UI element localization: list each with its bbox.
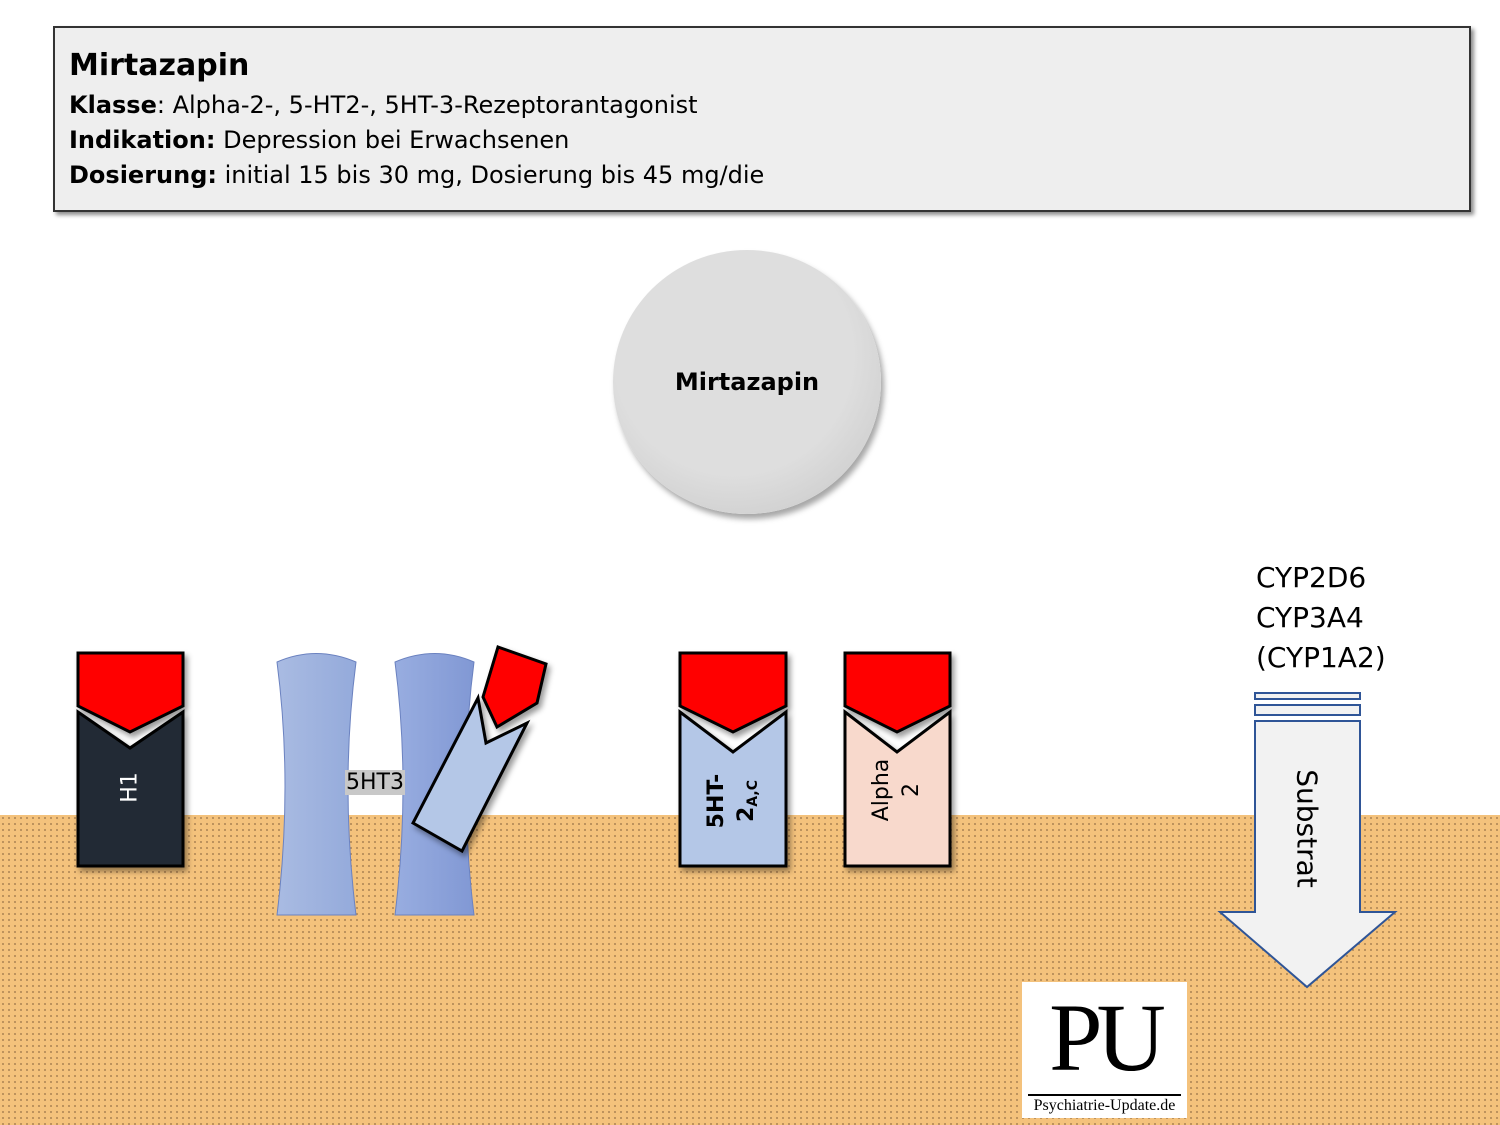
psychiatrie-update-logo: PU Psychiatrie-Update.de [1022,982,1187,1118]
5ht2-label-num: 2 [734,806,759,822]
cyp-item: (CYP1A2) [1256,641,1386,674]
5ht3-antagonist [481,645,548,730]
h1-receptor [76,651,185,868]
klasse-label: Klasse [69,91,157,119]
alpha2-label: Alpha 2 [867,740,927,840]
cyp-item: CYP3A4 [1256,601,1364,634]
drug-info-box: Mirtazapin Klasse: Alpha-2-, 5-HT2-, 5HT… [53,26,1471,212]
5ht2-label-main: 5HT- [704,773,729,829]
cyp-item: CYP2D6 [1256,561,1367,594]
cyp-list: CYP2D6 CYP3A4 (CYP1A2) [1256,558,1386,678]
5ht2-label-sub: A,C [745,780,761,807]
5ht2-receptor [678,651,788,868]
5ht3-label: 5HT3 [345,770,405,795]
logo-mark: PU [1049,984,1166,1091]
5ht3-channel-left [276,653,357,916]
alpha2-receptor [843,651,952,868]
dosierung-value: initial 15 bis 30 mg, Dosierung bis 45 m… [216,161,765,189]
indikation-label: Indikation: [69,126,216,154]
klasse-value: : Alpha-2-, 5-HT2-, 5HT-3-Rezeptorantago… [156,91,698,119]
dosierung-label: Dosierung: [69,161,217,189]
alpha2-label-num: 2 [899,783,924,797]
h1-label: H1 [117,772,143,803]
5ht3-receptor [411,645,548,854]
h1-antagonist [76,651,185,734]
logo-rule [1028,1094,1181,1096]
drug-title: Mirtazapin [69,48,250,83]
logo-text: Psychiatrie-Update.de [1033,1097,1176,1114]
5ht2-label: 5HT- 2A,C [702,751,764,851]
drug-circle: Mirtazapin [613,250,881,514]
substrate-label: Substrat [1290,769,1324,888]
indikation-value: Depression bei Erwachsenen [215,126,570,154]
substrate-arrow [1217,692,1398,989]
alpha2-label-main: Alpha [869,758,894,822]
